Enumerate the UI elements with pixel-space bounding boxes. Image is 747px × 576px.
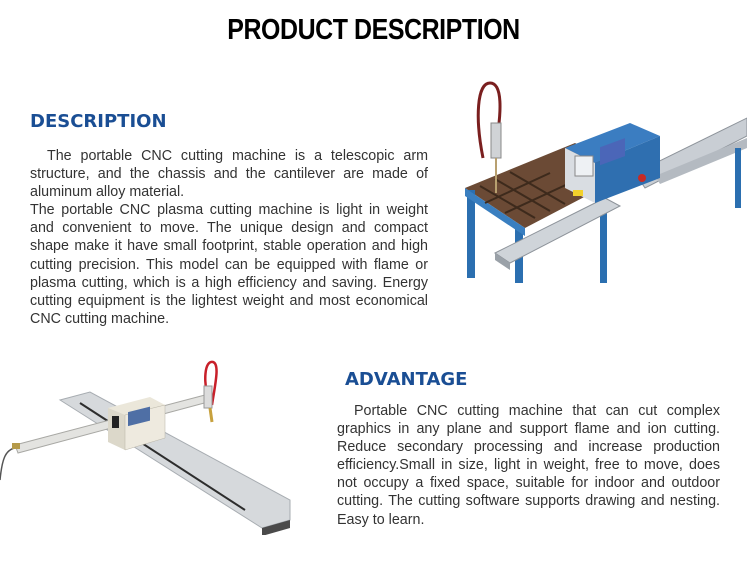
description-paragraph-1: The portable CNC cutting machine is a te…: [30, 148, 428, 201]
advantage-text: Portable CNC cutting machine that can cu…: [337, 402, 720, 529]
blue-cnc-machine-image: [455, 78, 747, 283]
advantage-paragraph-1: Portable CNC cutting machine that can cu…: [337, 403, 720, 528]
advantage-heading: ADVANTAGE: [345, 369, 468, 390]
description-text: The portable CNC cutting machine is a te…: [30, 147, 428, 328]
white-cnc-machine-image: [0, 350, 300, 535]
page-title: PRODUCT DESCRIPTION: [227, 14, 520, 46]
description-heading: DESCRIPTION: [30, 111, 167, 132]
description-paragraph-2: The portable CNC plasma cutting machine …: [30, 202, 428, 327]
